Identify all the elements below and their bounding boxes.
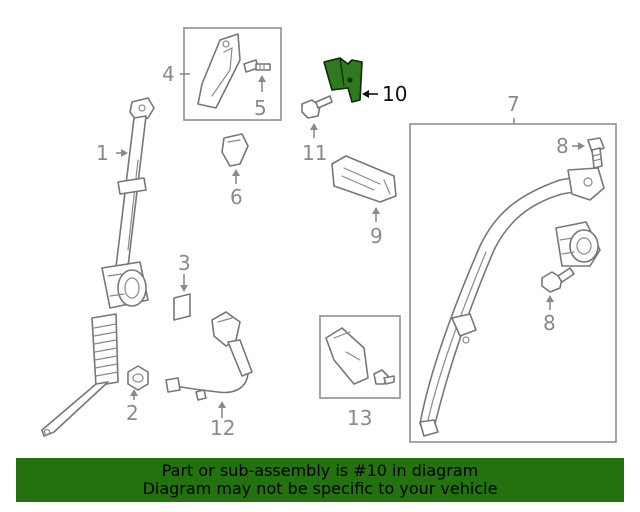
callout-13: 13: [347, 406, 372, 430]
part-13-buckle-assembly[interactable]: [325, 327, 395, 385]
callout-1: 1: [96, 141, 109, 165]
callout-12: 12: [210, 416, 235, 440]
part-7-group-box: [409, 123, 617, 443]
disclaimer-banner: Part or sub-assembly is #10 in diagram D…: [16, 458, 624, 502]
part-3-label[interactable]: [173, 274, 191, 321]
callout-7: 7: [507, 92, 520, 116]
callout-8-upper: 8: [556, 134, 569, 158]
callout-9: 9: [370, 224, 383, 248]
part-1-seat-belt-assembly[interactable]: [41, 97, 155, 437]
part-8-bolt-lower[interactable]: [541, 267, 575, 310]
part-13-group-box: [319, 315, 401, 399]
banner-line-2: Diagram may not be specific to your vehi…: [142, 479, 498, 498]
banner-line-1: Part or sub-assembly is #10 in diagram: [161, 461, 479, 480]
callout-5: 5: [254, 96, 267, 120]
callout-11: 11: [302, 141, 327, 165]
part-7-rear-seat-belt[interactable]: [419, 167, 605, 437]
callout-6: 6: [230, 185, 243, 209]
callout-10: 10: [382, 82, 407, 106]
part-11-bolt[interactable]: [301, 95, 333, 138]
callout-4: 4: [162, 62, 175, 86]
part-5-bolt[interactable]: [243, 59, 271, 92]
part-8-bolt-upper[interactable]: [572, 137, 605, 169]
part-4-guide-bracket[interactable]: [180, 33, 241, 109]
callout-3: 3: [178, 251, 191, 275]
callout-2: 2: [126, 401, 139, 425]
part-10-bracket-highlighted[interactable]: [323, 57, 378, 103]
callout-8-lower: 8: [543, 311, 556, 335]
part-6-cover[interactable]: [221, 133, 249, 184]
parts-diagram: 1 2 3 4 5 6: [41, 27, 617, 443]
part-12-buckle-wiring[interactable]: [165, 311, 253, 418]
part-2-nut[interactable]: [127, 365, 149, 400]
part-9-buckle-cover[interactable]: [331, 155, 397, 222]
